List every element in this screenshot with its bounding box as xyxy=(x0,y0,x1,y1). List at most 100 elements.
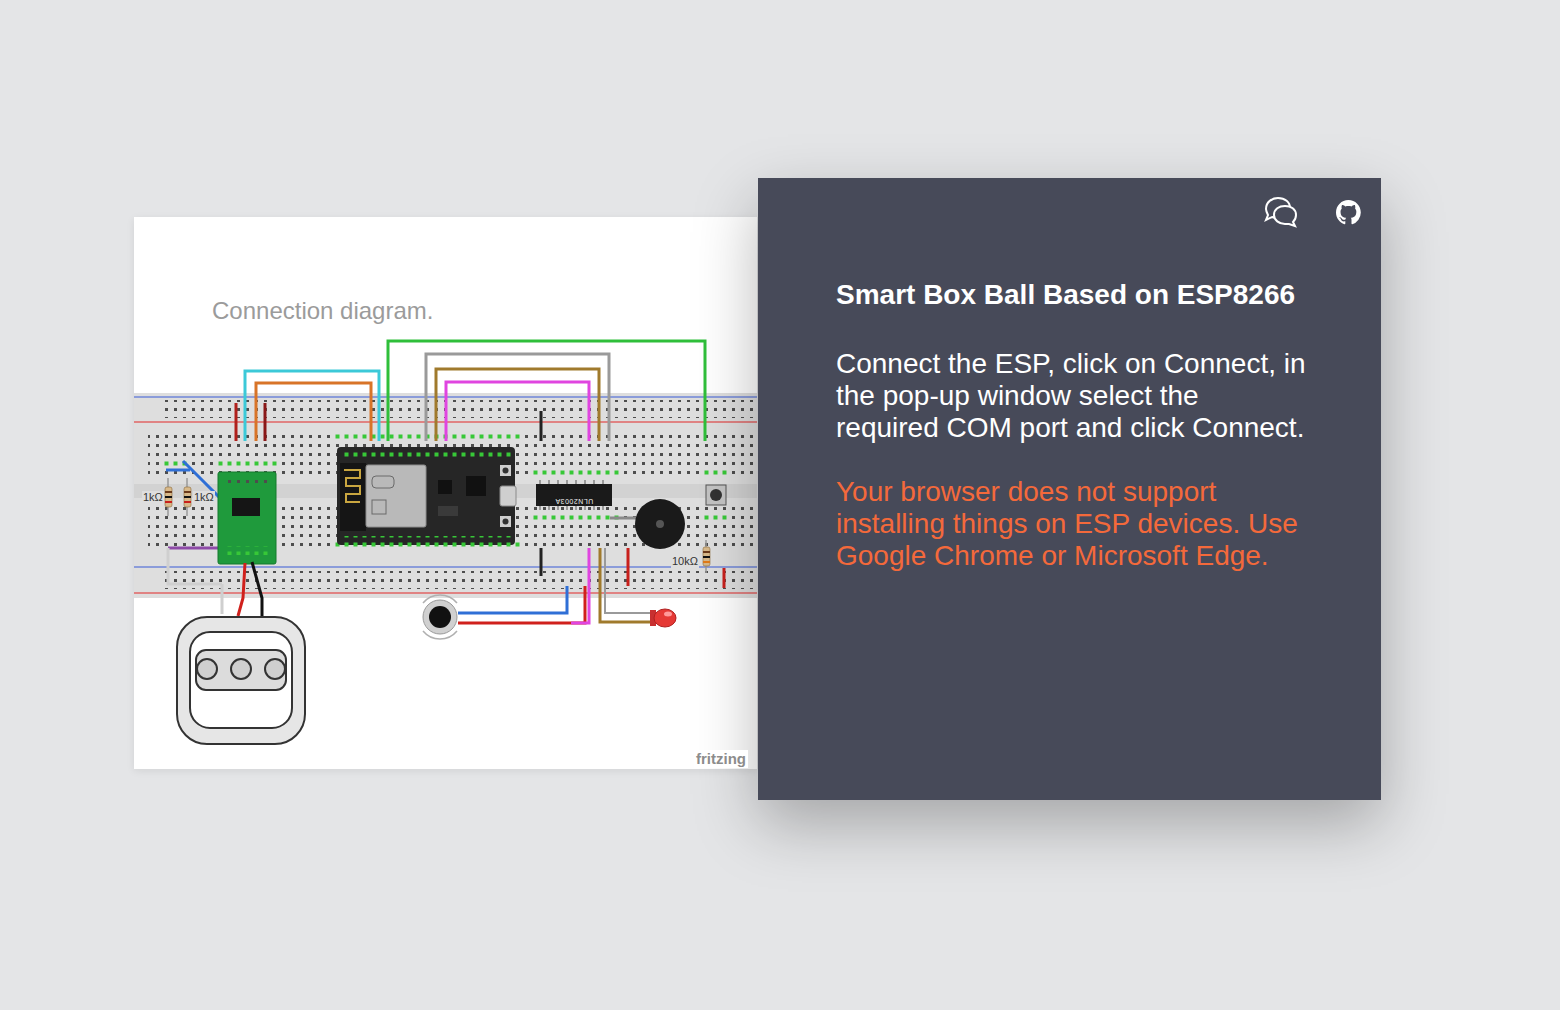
vibration-motor xyxy=(423,600,457,634)
load-cell-wire xyxy=(221,584,224,614)
connected-holes xyxy=(216,459,279,468)
load-cell-frame xyxy=(190,632,292,728)
esp-button xyxy=(503,519,509,525)
resistor-band xyxy=(703,561,710,563)
jumper-wire xyxy=(235,403,238,441)
chat-bubble xyxy=(1274,206,1296,226)
resistor-symbol xyxy=(165,487,172,507)
led xyxy=(654,609,676,627)
jumper-wire xyxy=(540,411,543,441)
resistor-band xyxy=(165,501,172,503)
diagram-card: Connection diagram. 1kΩ 1kΩ ULN2003A 10kΩ fri… xyxy=(134,217,757,769)
jumper-wire xyxy=(571,548,589,623)
led-shine xyxy=(664,612,672,617)
resistor-band xyxy=(184,496,191,498)
usb-port xyxy=(500,486,516,506)
resistor-band xyxy=(703,556,710,558)
resistor-value: 1kΩ xyxy=(142,491,164,504)
illustration-layer xyxy=(134,341,757,744)
esp-chip xyxy=(438,506,458,516)
load-cell-hole xyxy=(197,659,217,679)
resistor-band xyxy=(184,501,191,503)
warning-text: Your browser does not support installing… xyxy=(836,476,1306,572)
esp-chip xyxy=(466,476,486,496)
jumper-wire xyxy=(166,469,190,472)
resistor-symbol xyxy=(184,487,191,507)
resistor-band xyxy=(184,491,191,493)
label-anchor: fritzing xyxy=(694,750,748,768)
push-button-cap xyxy=(710,489,722,501)
buzzer-hole xyxy=(656,520,664,528)
connected-holes xyxy=(531,468,621,477)
hx711-pins xyxy=(226,546,270,555)
load-cell-hole xyxy=(231,659,251,679)
esp-pins xyxy=(341,536,512,545)
connected-holes xyxy=(702,512,729,521)
load-cell-hole xyxy=(265,659,285,679)
esp-antenna-area xyxy=(340,463,366,531)
label-anchor: 1kΩ xyxy=(193,487,215,505)
hx711-board xyxy=(218,472,276,564)
jumper-wire xyxy=(168,548,222,584)
esp-antenna xyxy=(344,470,360,502)
instructions-text: Connect the ESP, click on Connect, in th… xyxy=(836,348,1306,444)
esp-button xyxy=(500,516,511,527)
rail-line xyxy=(134,592,757,594)
esp-button xyxy=(500,465,511,476)
resistor-symbol xyxy=(703,547,710,566)
jumper-wire xyxy=(388,341,705,441)
connected-holes xyxy=(702,468,729,477)
jumper-wire xyxy=(723,568,726,588)
panel-heading: Smart Box Ball Based on ESP8266 xyxy=(836,279,1306,311)
load-cell-wire xyxy=(252,562,262,618)
chip-marking: ULN2003A xyxy=(555,497,593,506)
label-anchor: 10kΩ xyxy=(671,551,699,569)
label-anchor: 1kΩ xyxy=(142,487,164,505)
label-anchor: ULN2003A xyxy=(546,490,602,508)
load-cell-wire xyxy=(238,563,245,616)
resistor-band xyxy=(703,551,710,553)
hx711-pins xyxy=(224,478,270,487)
esp-chip xyxy=(438,480,452,494)
card-heading: Connection diagram. xyxy=(212,297,433,325)
push-button xyxy=(706,485,726,505)
resistor-value: 10kΩ xyxy=(671,555,699,568)
motor-wire xyxy=(458,586,567,613)
esp-shield xyxy=(366,465,426,527)
vibration-marks xyxy=(423,595,457,639)
jumper-wire xyxy=(256,383,371,441)
jumper-wire xyxy=(446,382,589,441)
load-cell-beam xyxy=(196,650,286,690)
esp8266-board xyxy=(337,447,515,545)
jumper-wire xyxy=(436,369,599,441)
vibration-motor-core xyxy=(429,606,451,628)
esp-logo xyxy=(372,500,386,514)
jumper-wire xyxy=(627,548,630,586)
rail-holes xyxy=(160,400,757,418)
watermark: fritzing xyxy=(694,750,748,768)
github-icon xyxy=(1336,200,1361,224)
esp-pins xyxy=(341,448,512,457)
resistor-value: 1kΩ xyxy=(193,491,215,504)
jumper-wire xyxy=(426,354,609,441)
connected-holes xyxy=(531,512,621,521)
hx711-chip xyxy=(232,498,260,516)
rail-line xyxy=(134,566,757,568)
led-lead xyxy=(600,548,652,622)
buzzer xyxy=(635,499,685,549)
chip-legs xyxy=(540,480,603,510)
jumper-wire xyxy=(540,548,543,576)
jumper-wire xyxy=(264,403,267,441)
resistor-band xyxy=(165,491,172,493)
rail-holes xyxy=(160,571,757,589)
load-cell xyxy=(177,617,305,744)
chat-icon xyxy=(1266,198,1296,226)
motor-wire xyxy=(458,586,585,623)
installer-panel: Smart Box Ball Based on ESP8266Connect t… xyxy=(758,178,1381,800)
jumper-wire xyxy=(245,371,379,441)
esp-button xyxy=(503,468,509,474)
github-mark xyxy=(1336,200,1361,224)
uln2003-chip xyxy=(536,484,612,506)
led-lead xyxy=(605,548,652,613)
